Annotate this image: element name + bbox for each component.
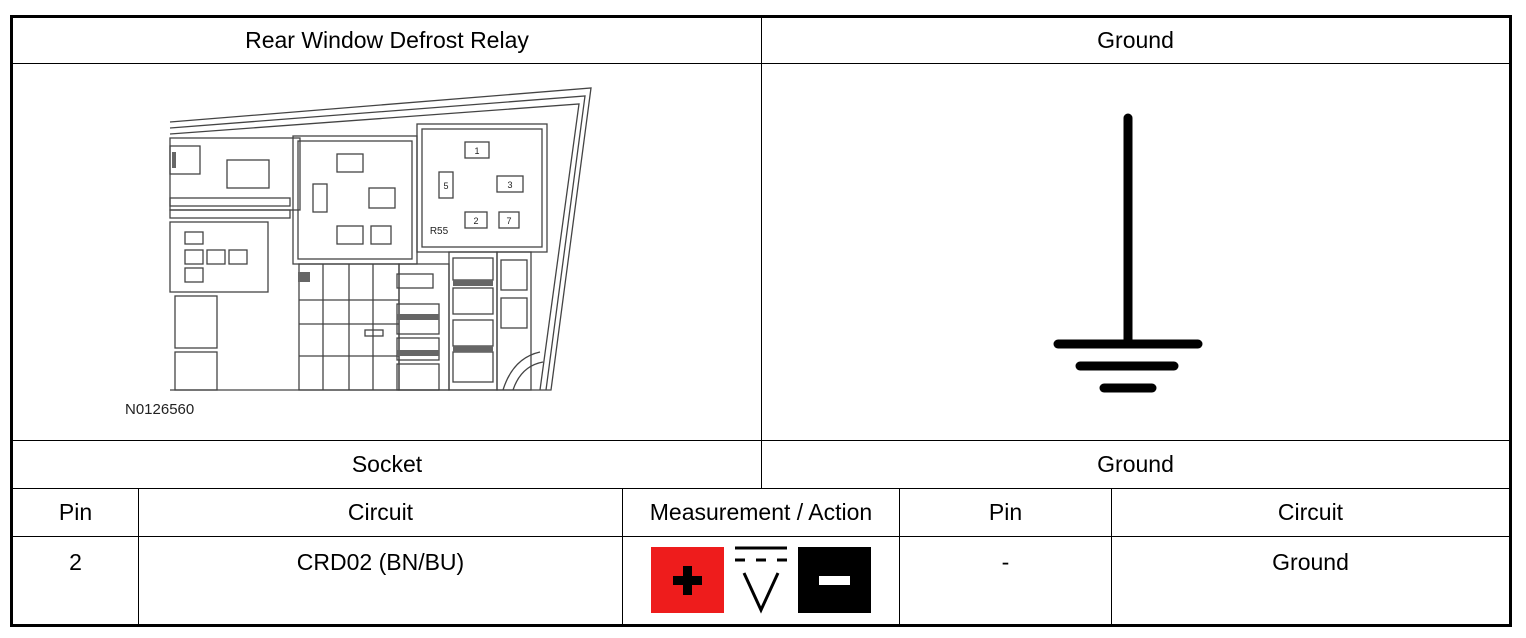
divider — [12, 536, 1510, 537]
pin-label: 7 — [506, 216, 511, 226]
positive-probe-icon — [651, 547, 724, 613]
pin-label: 1 — [474, 146, 479, 156]
ground-pin-value: - — [1001, 549, 1010, 575]
column-header-pin: Pin — [58, 499, 93, 525]
measurement-action — [623, 537, 899, 624]
column-header-measurement: Measurement / Action — [649, 499, 873, 525]
relay-label: R55 — [430, 226, 449, 237]
figure-id: N0126560 — [125, 401, 194, 418]
negative-probe-icon — [798, 547, 871, 613]
pin-label: 3 — [507, 180, 512, 190]
divider — [622, 488, 623, 624]
pin-label: 5 — [443, 181, 448, 191]
column-header-circuit: Circuit — [347, 499, 414, 525]
ground-symbol — [762, 64, 1509, 440]
ground-circuit-value: Ground — [1272, 549, 1349, 575]
divider — [1111, 488, 1112, 624]
socket-heading: Socket — [351, 451, 423, 477]
divider — [138, 488, 139, 624]
circuit-value: CRD02 (BN/BU) — [296, 549, 465, 575]
ground-title: Ground — [1097, 27, 1174, 53]
column-header-ground-pin: Pin — [988, 499, 1023, 525]
divider — [761, 17, 762, 489]
fuse-box-diagram: 1 5 3 2 7 R55 N0126560 — [13, 64, 761, 440]
divider — [899, 488, 900, 624]
ground-heading: Ground — [1097, 451, 1174, 477]
column-header-ground-circuit: Circuit — [1277, 499, 1344, 525]
pin-label: 2 — [473, 216, 478, 226]
pin-value: 2 — [69, 549, 82, 575]
test-table — [10, 15, 1512, 627]
relay-title: Rear Window Defrost Relay — [245, 27, 529, 53]
dc-voltage-icon — [735, 546, 787, 614]
